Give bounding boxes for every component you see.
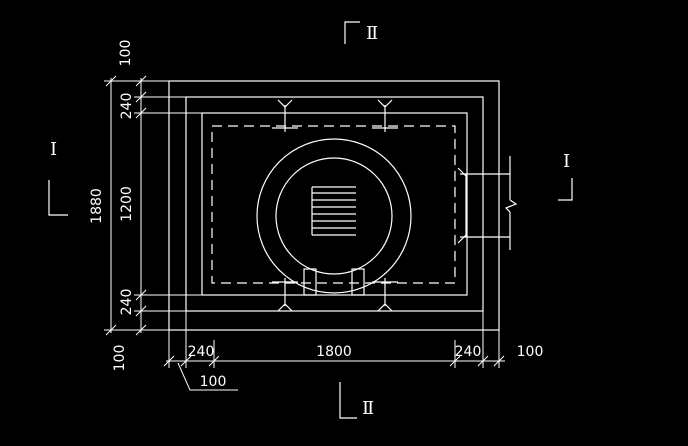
dim-left-lower: 240 [119, 289, 135, 316]
left-dimension-lines [104, 75, 202, 336]
dim-bottom-right: 240 [455, 344, 482, 360]
dim-left-bottom: 100 [112, 345, 128, 372]
bottom-markers [272, 278, 398, 312]
right-pipe [457, 156, 518, 250]
dim-left-overall: 1880 [89, 188, 105, 224]
dim-left-middle: 1200 [119, 186, 135, 222]
svg-text:Ⅱ: Ⅱ [362, 398, 374, 419]
dim-bottom-leader: 100 [200, 374, 227, 390]
wall-inner-outline [201, 112, 468, 296]
svg-text:Ⅰ: Ⅰ [50, 139, 57, 160]
interior-dashed-outline [211, 125, 456, 284]
dim-left-top: 100 [118, 40, 134, 67]
svg-text:Ⅰ: Ⅰ [563, 151, 570, 172]
manhole-outer-circle [256, 138, 412, 294]
section-mark-right: Ⅰ [558, 151, 573, 201]
wall-outer-outline [185, 96, 484, 312]
foundation-outline [168, 80, 500, 331]
dim-bottom-middle: 1800 [316, 344, 352, 360]
bottom-dimension-lines [163, 311, 505, 391]
section-mark-bottom: Ⅱ [339, 382, 374, 419]
top-markers [272, 99, 398, 132]
ladder-rungs [311, 186, 356, 236]
manhole-inner-circle [275, 157, 393, 275]
step-block-right [351, 268, 365, 296]
step-block-left [303, 268, 317, 296]
dim-left-upper: 240 [119, 93, 135, 120]
section-mark-top: Ⅱ [344, 21, 378, 44]
dim-bottom-left: 240 [188, 344, 215, 360]
section-mark-left: Ⅰ [48, 139, 68, 216]
svg-text:Ⅱ: Ⅱ [366, 23, 378, 44]
dim-bottom-right-outer: 100 [517, 344, 544, 360]
